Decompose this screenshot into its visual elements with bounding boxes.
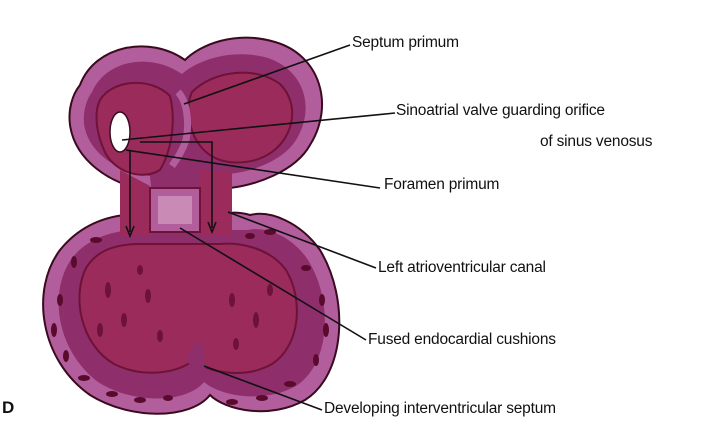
label-left-atrioventricular-canal: Left atrioventricular canal: [378, 259, 546, 276]
label-sinoatrial-valve-line2: of sinus venosus: [540, 133, 653, 150]
label-fused-endocardial-cushions: Fused endocardial cushions: [368, 331, 556, 348]
panel-letter: D: [2, 398, 15, 417]
tissue-nuclei: [51, 229, 329, 405]
label-foramen-primum: Foramen primum: [384, 176, 500, 193]
leader-lines: [121, 44, 396, 411]
label-septum-primum: Septum primum: [352, 34, 459, 51]
heart-lumens: [78, 71, 298, 374]
label-developing-interventricular-septum: Developing interventricular septum: [324, 400, 556, 417]
label-sinoatrial-valve-line1: Sinoatrial valve guarding orifice: [396, 102, 605, 119]
